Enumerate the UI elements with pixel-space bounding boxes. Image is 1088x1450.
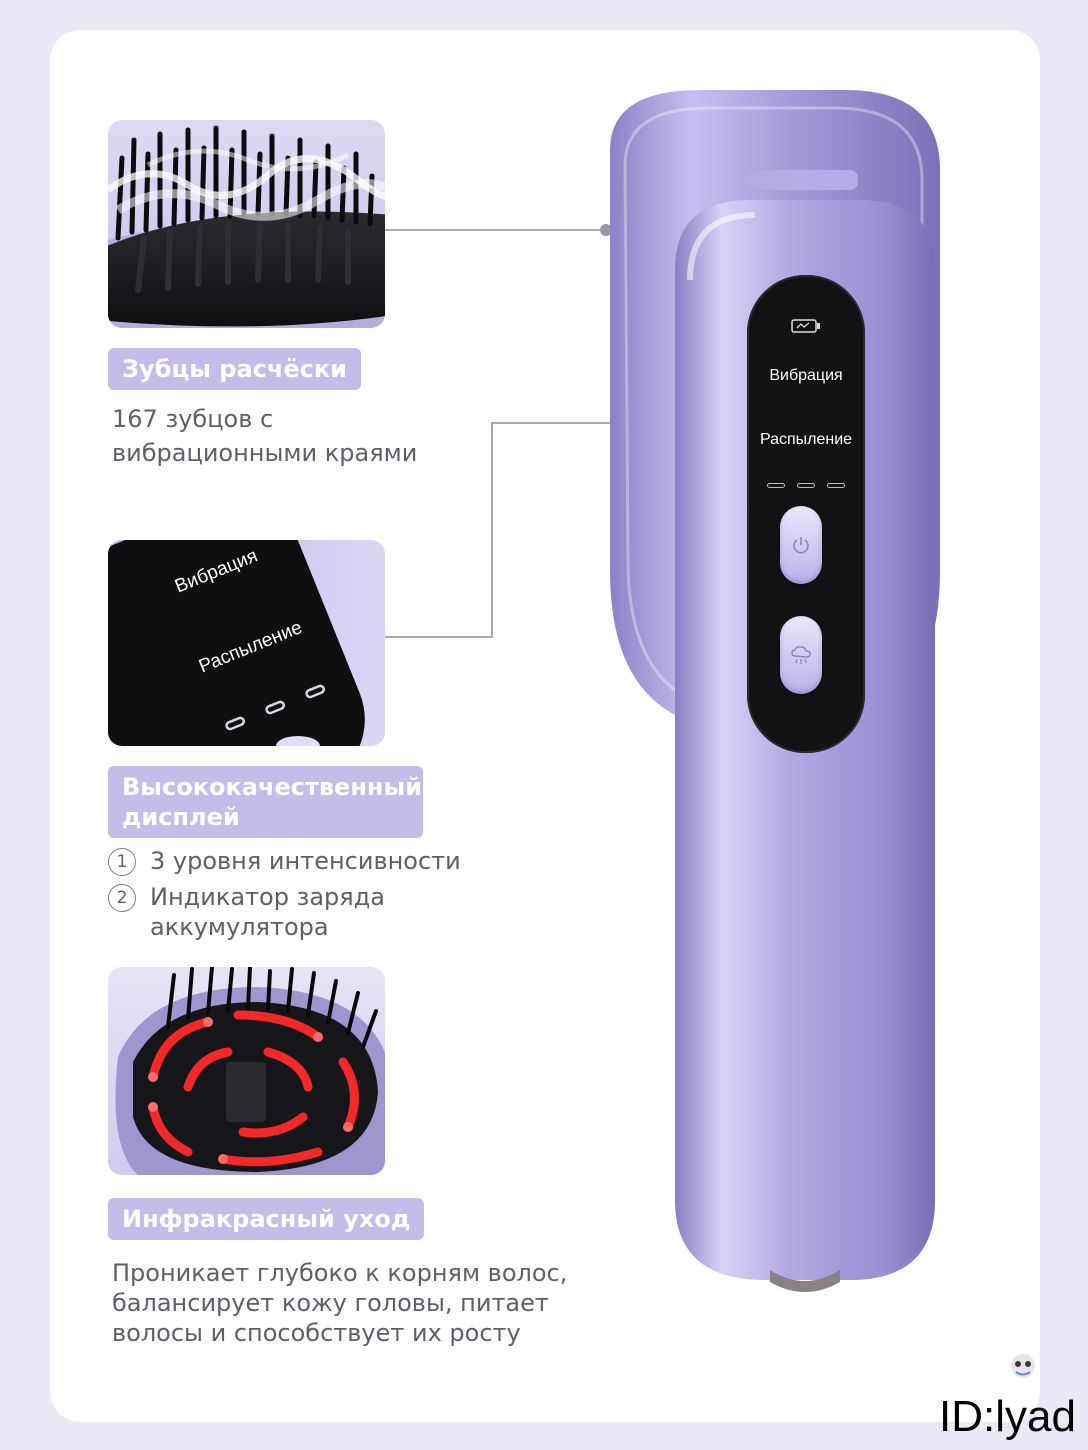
cloud-spray-icon [791,646,811,664]
intensity-level-indicator [797,483,815,488]
comb-teeth-desc-line: вибрационными краями [112,439,418,467]
power-button[interactable] [780,506,822,584]
infrared-description: Проникает глубоко к корням волос, баланс… [112,1258,567,1348]
comb-teeth-photo [108,120,385,328]
comb-teeth-title: Зубцы расчёски [122,355,347,383]
display-badge: Высококачественный дисплей [108,766,423,838]
list-item-text: аккумулятора [150,913,329,941]
circled-number: 2 [108,884,136,912]
display-title-line: дисплей [122,803,240,831]
screen-vibration-label: Вибрация [769,367,843,384]
infrared-desc-line: Проникает глубоко к корням волос, [112,1259,568,1287]
list-item-text: Индикатор заряда [150,883,386,911]
intensity-level-indicator [827,483,845,488]
watermark-id: ID:lyad [939,1392,1076,1441]
callout-line-display [385,422,747,638]
comb-teeth-desc-line: 167 зубцов с [112,405,274,433]
battery-icon [791,319,820,333]
display-feature-list: 1 3 уровня интенсивности 2 Индикатор зар… [108,846,468,948]
display-closeup-photo: Вибрация Распыление [108,540,385,746]
infrared-badge: Инфракрасный уход [108,1198,425,1240]
power-icon [793,537,809,554]
display-title-line: Высококачественный [122,773,423,801]
infrared-brush-photo [108,967,385,1175]
infrared-desc-line: волосы и способствует их росту [112,1319,521,1347]
list-item-text: 3 уровня интенсивности [150,847,461,875]
list-item: 2 Индикатор заряда аккумулятора [108,882,468,942]
screen-spray-label: Распыление [759,431,853,448]
infrared-title: Инфракрасный уход [122,1205,411,1233]
callout-dot-teeth [600,224,612,236]
mascot-icon [1011,1354,1035,1378]
comb-teeth-description: 167 зубцов с вибрационными краями [112,402,417,470]
list-item: 1 3 уровня интенсивности [108,846,468,876]
comb-teeth-badge: Зубцы расчёски [108,348,361,390]
product-card: Зубцы расчёски 167 зубцов с вибрационным… [50,30,1040,1422]
infrared-desc-line: балансирует кожу головы, питает [112,1289,549,1317]
circled-number: 1 [108,848,136,876]
spray-button[interactable] [780,616,822,694]
intensity-level-indicator [767,483,785,488]
